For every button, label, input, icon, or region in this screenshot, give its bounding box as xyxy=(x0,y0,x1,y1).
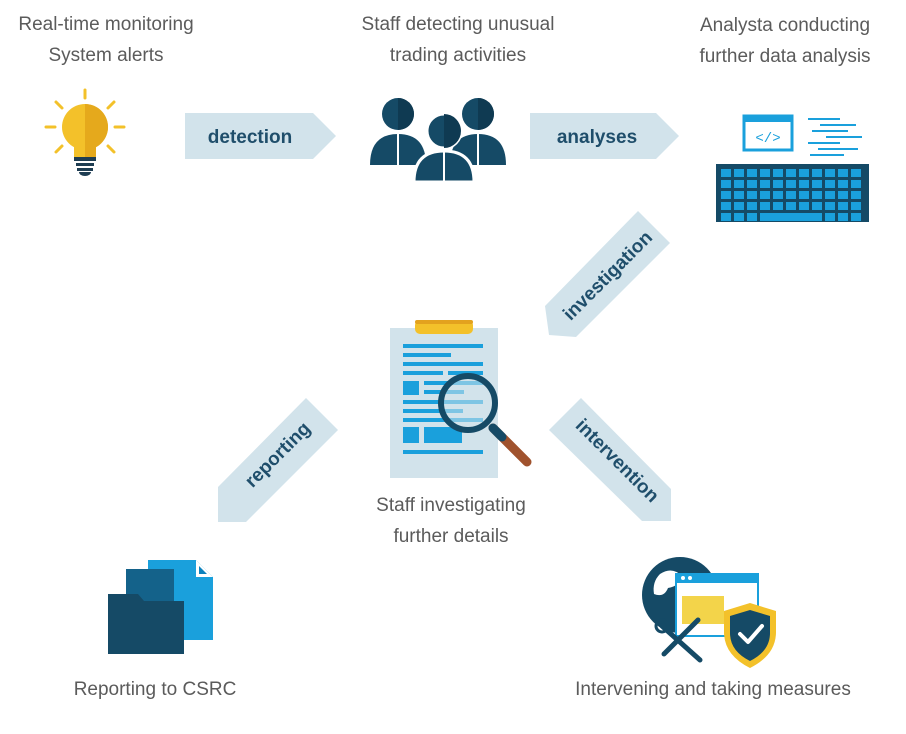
caption-analysis-line2: further data analysis xyxy=(699,46,871,67)
caption-reporting: Reporting to CSRC xyxy=(50,674,260,705)
caption-analysis: Analysta conducting further data analysi… xyxy=(678,10,892,72)
arrow-analyses-label: analyses xyxy=(557,127,637,148)
lightbulb-icon xyxy=(44,88,126,176)
caption-detecting-line2: trading activities xyxy=(389,45,527,66)
caption-intervening-line1: Intervening and taking measures xyxy=(575,679,851,700)
arrow-investigation: investigation xyxy=(545,211,670,337)
arrow-detection-label: detection xyxy=(208,127,292,148)
caption-investigating: Staff investigating further details xyxy=(356,490,546,552)
arrow-reporting: reporting xyxy=(218,398,338,522)
caption-detecting-line1: Staff detecting unusual xyxy=(361,14,555,35)
caption-monitoring-line1: Real-time monitoring xyxy=(18,14,194,35)
keyboard-code-icon: </> xyxy=(716,114,869,222)
globe-shield-tools-icon xyxy=(642,557,776,668)
caption-monitoring-line2: System alerts xyxy=(48,45,164,66)
caption-detecting: Staff detecting unusual trading activiti… xyxy=(340,9,576,71)
arrow-detection: detection xyxy=(185,113,336,159)
caption-analysis-line1: Analysta conducting xyxy=(699,15,871,36)
documents-icon xyxy=(108,560,213,654)
caption-intervening: Intervening and taking measures xyxy=(552,674,874,705)
caption-monitoring: Real-time monitoring System alerts xyxy=(2,9,210,71)
clipboard-magnifier-icon xyxy=(390,320,532,478)
arrow-analyses: analyses xyxy=(530,113,679,159)
arrow-intervention: intervention xyxy=(549,398,671,521)
staff-group-icon xyxy=(370,98,506,184)
caption-investigating-line1: Staff investigating xyxy=(376,495,526,516)
caption-reporting-line1: Reporting to CSRC xyxy=(73,679,237,700)
caption-investigating-line2: further details xyxy=(393,526,509,547)
svg-text:</>: </> xyxy=(755,131,780,147)
